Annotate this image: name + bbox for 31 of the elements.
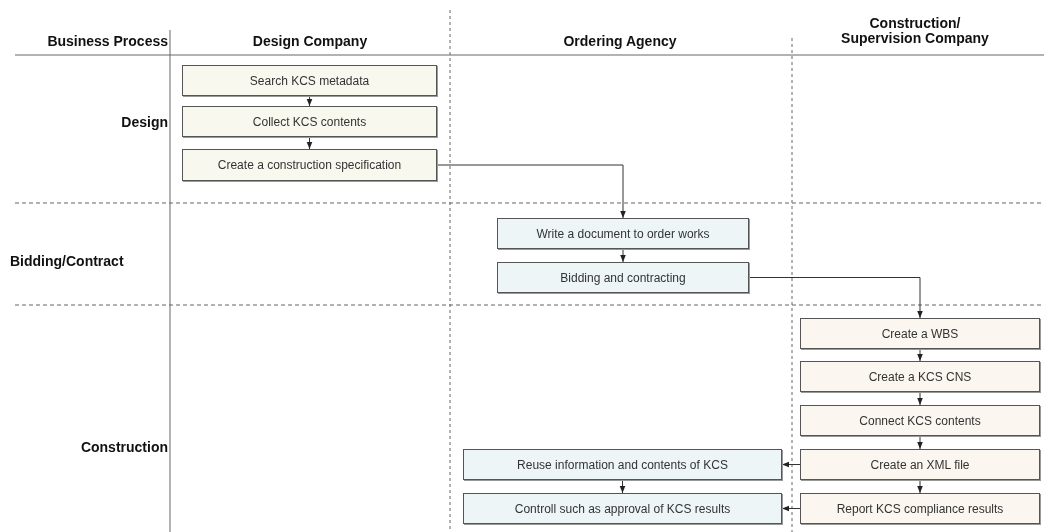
process-box: Bidding and contracting: [497, 262, 749, 293]
process-box: Controll such as approval of KCS results: [463, 493, 782, 524]
process-box: Report KCS compliance results: [800, 493, 1040, 524]
arrow: [917, 479, 923, 494]
arrow: [748, 277, 923, 319]
row-label: Bidding/Contract: [10, 254, 125, 269]
process-box: Reuse information and contents of KCS: [463, 449, 782, 480]
arrow: [781, 461, 801, 468]
process-box: Write a document to order works: [497, 218, 749, 249]
process-box: Create a WBS: [800, 318, 1040, 349]
column-header: Ordering Agency: [562, 34, 678, 49]
arrow: [619, 479, 626, 494]
process-box: Create a KCS CNS: [800, 361, 1040, 392]
arrow: [436, 164, 626, 219]
arrow: [306, 136, 313, 150]
arrow: [917, 391, 923, 406]
row-label: Design: [120, 115, 168, 130]
process-box: Create a construction specification: [182, 149, 437, 181]
column-header: Construction/ Supervision Company: [840, 16, 990, 46]
row-label: Construction: [79, 440, 168, 455]
arrow: [306, 95, 313, 107]
process-box: Search KCS metadata: [182, 65, 437, 96]
arrow: [917, 435, 923, 450]
arrow: [781, 505, 801, 512]
column-header: Business Process: [46, 34, 168, 49]
arrow: [620, 248, 626, 263]
arrow: [917, 348, 923, 362]
column-header: Design Company: [251, 34, 369, 49]
process-box: Collect KCS contents: [182, 106, 437, 137]
process-box: Create an XML file: [800, 449, 1040, 480]
process-box: Connect KCS contents: [800, 405, 1040, 436]
